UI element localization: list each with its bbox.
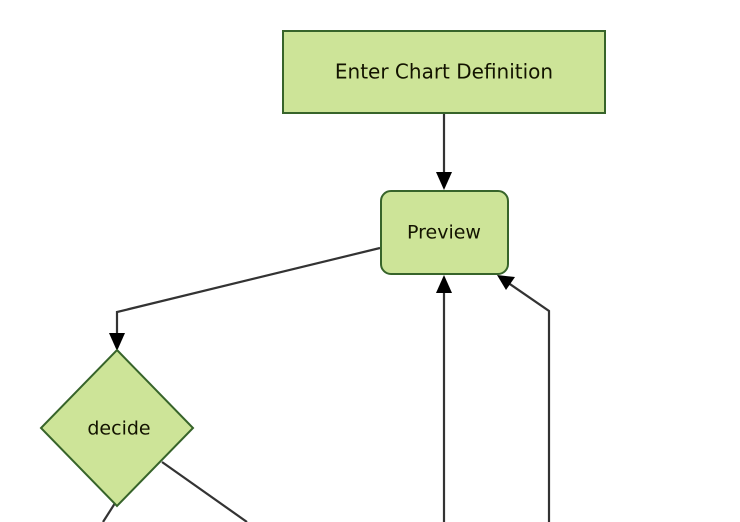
node-decide[interactable]: decide xyxy=(39,348,195,508)
arrow-head-icon xyxy=(436,172,452,190)
edge-preview-to-decide xyxy=(109,246,381,351)
node-label-preview: Preview xyxy=(407,222,481,244)
node-label-decide: decide xyxy=(87,418,150,440)
edge-enter-to-preview xyxy=(436,114,452,190)
node-preview[interactable]: Preview xyxy=(380,190,509,275)
arrow-head-icon xyxy=(109,333,125,351)
node-enter-chart-definition[interactable]: Enter Chart Definition xyxy=(282,30,606,114)
edge-bottom-left-to-preview xyxy=(436,275,452,522)
node-shape-diamond xyxy=(39,348,195,508)
arrow-head-icon xyxy=(497,275,515,290)
node-shape-rectangle xyxy=(282,30,606,114)
node-label-enter-chart-definition: Enter Chart Definition xyxy=(335,60,553,84)
edge-bottom-right-to-preview xyxy=(497,275,551,522)
node-shape-rounded-rectangle xyxy=(380,190,509,275)
arrow-head-icon xyxy=(436,275,452,293)
edge-decide-right-out xyxy=(161,461,248,522)
